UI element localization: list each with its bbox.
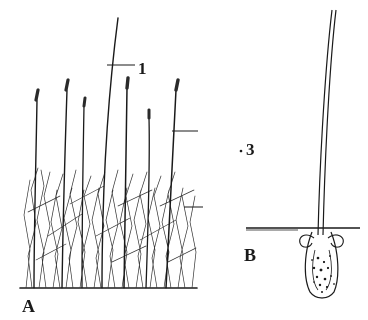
panel-label-b: B xyxy=(244,246,256,264)
label-3: 3 xyxy=(246,141,255,158)
underfur-hairs xyxy=(24,168,196,288)
hair-shaft xyxy=(318,10,332,235)
label-1: 1 xyxy=(138,60,147,77)
long-hair-1 xyxy=(102,18,118,288)
panel-b-follicle xyxy=(246,10,360,298)
panel-a-fur xyxy=(20,18,197,288)
follicle-bulb xyxy=(305,232,338,298)
panel-label-a: A xyxy=(22,297,35,315)
panel-a-leader-lines xyxy=(107,65,203,207)
hair-shaft-inner xyxy=(323,10,336,235)
guard-hairs xyxy=(34,78,178,288)
sebaceous-gland-left xyxy=(300,235,314,247)
